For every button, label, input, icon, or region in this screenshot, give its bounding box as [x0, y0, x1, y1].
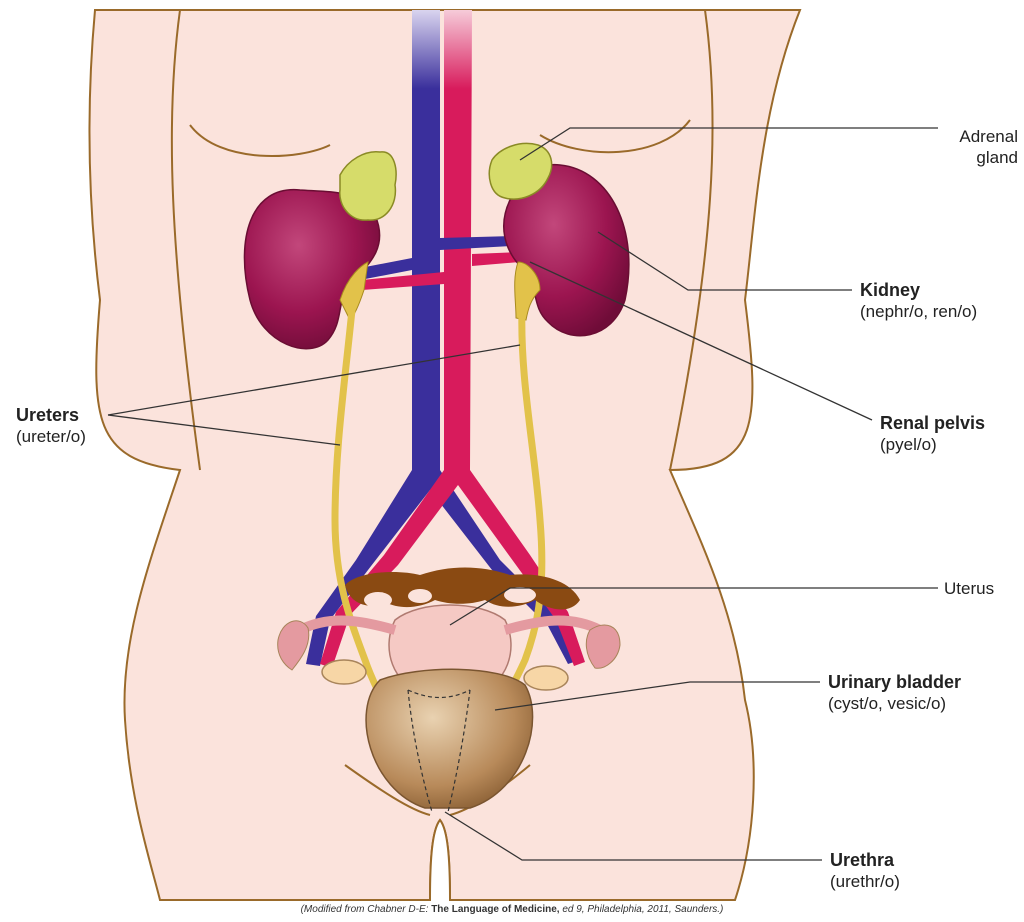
urethra-label: Urethra (urethr/o)	[830, 850, 900, 892]
kidney-label-title: Kidney	[860, 280, 977, 301]
urinary-bladder-label: Urinary bladder (cyst/o, vesic/o)	[828, 672, 961, 714]
caption-suffix: ed 9, Philadelphia, 2011, Saunders.)	[562, 904, 723, 915]
adrenal-gland-label-sub: gland	[959, 147, 1018, 168]
uterus-label-title: Uterus	[944, 578, 994, 599]
tissue-spot-1	[364, 592, 392, 608]
kidney-label: Kidney (nephr/o, ren/o)	[860, 280, 977, 322]
urinary-bladder-label-title: Urinary bladder	[828, 672, 961, 693]
kidney-label-sub: (nephr/o, ren/o)	[860, 301, 977, 322]
right-ovary	[524, 666, 568, 690]
caption-book: The Language of Medicine,	[431, 904, 559, 915]
uterus-label: Uterus	[944, 578, 994, 599]
ureters-label-sub: (ureter/o)	[16, 426, 86, 447]
ureters-label: Ureters (ureter/o)	[16, 405, 86, 447]
adrenal-gland-label: Adrenal gland	[959, 126, 1018, 168]
caption-prefix: (Modified from Chabner D-E:	[301, 904, 429, 915]
renal-pelvis-label-sub: (pyel/o)	[880, 434, 985, 455]
renal-pelvis-label: Renal pelvis (pyel/o)	[880, 413, 985, 455]
urethra-label-title: Urethra	[830, 850, 900, 871]
adrenal-gland-label-title: Adrenal	[959, 126, 1018, 147]
ureters-label-title: Ureters	[16, 405, 86, 426]
urinary-bladder-label-sub: (cyst/o, vesic/o)	[828, 693, 961, 714]
renal-pelvis-label-title: Renal pelvis	[880, 413, 985, 434]
urethra-label-sub: (urethr/o)	[830, 871, 900, 892]
tissue-spot-2	[408, 589, 432, 603]
source-caption: (Modified from Chabner D-E: The Language…	[0, 904, 1024, 915]
left-ovary	[322, 660, 366, 684]
